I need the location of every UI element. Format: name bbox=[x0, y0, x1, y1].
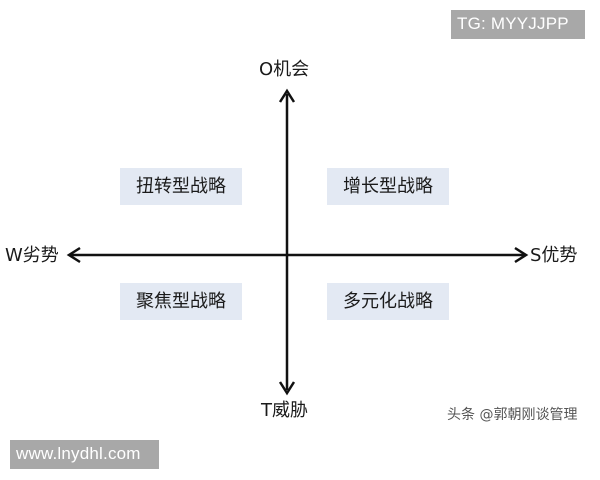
watermark-top-right: TG: MYYJJPP bbox=[451, 10, 585, 39]
quadrant-diversification-strategy: 多元化战略 bbox=[327, 283, 449, 320]
arrow-down-icon bbox=[278, 381, 296, 396]
source-credit: 头条 @郭朝刚谈管理 bbox=[447, 407, 578, 423]
axis-label-strength: S优势 bbox=[530, 245, 578, 266]
quadrant-growth-strategy: 增长型战略 bbox=[327, 168, 449, 205]
vertical-axis bbox=[278, 88, 296, 396]
arrow-up-icon bbox=[278, 88, 296, 103]
quadrant-focus-strategy: 聚焦型战略 bbox=[120, 283, 242, 320]
quadrant-turnaround-strategy: 扭转型战略 bbox=[120, 168, 242, 205]
axis-label-threat: T威胁 bbox=[261, 400, 308, 421]
axis-label-opportunity: O机会 bbox=[259, 59, 310, 80]
watermark-bottom-left: www.lnydhl.com bbox=[10, 440, 159, 469]
horizontal-axis bbox=[66, 246, 529, 264]
arrow-left-icon bbox=[66, 246, 81, 264]
arrow-right-icon bbox=[514, 246, 529, 264]
axis-label-weakness: W劣势 bbox=[5, 245, 59, 266]
